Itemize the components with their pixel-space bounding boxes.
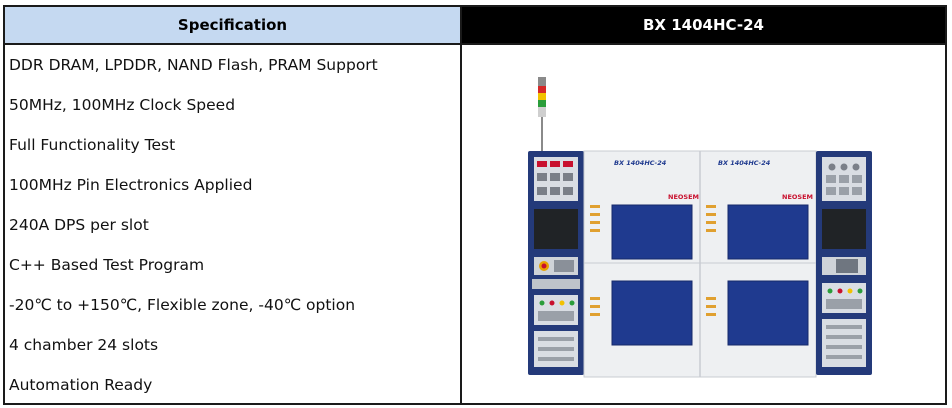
model-label-left: BX 1404HC-24 [614,159,667,167]
spec-item: 100MHz Pin Electronics Applied [9,176,253,194]
brand-logo-left: NEOSEM [668,193,699,201]
burn-in-tester-image: BX 1404HC-24 BX 1404HC-24 NEOSEM NEOSEM [528,77,872,378]
left-control-panel [528,151,584,375]
signal-tower-icon [538,77,546,151]
chamber-door [727,204,809,260]
product-header: BX 1404HC-24 [462,7,945,45]
spec-item: DDR DRAM, LPDDR, NAND Flash, PRAM Suppor… [9,56,378,74]
chamber-door [611,204,693,260]
spec-list: DDR DRAM, LPDDR, NAND Flash, PRAM Suppor… [5,45,460,405]
spec-item: Full Functionality Test [9,136,176,154]
model-label-right: BX 1404HC-24 [718,159,771,167]
brand-logo-right: NEOSEM [782,193,813,201]
main-cabinet: BX 1404HC-24 BX 1404HC-24 NEOSEM NEOSEM [583,150,817,378]
spec-item: 4 chamber 24 slots [9,336,159,354]
spec-item: C++ Based Test Program [9,256,205,274]
product-image-area: BX 1404HC-24 BX 1404HC-24 NEOSEM NEOSEM [462,45,945,403]
chamber-door [611,280,693,346]
spec-item: -20℃ to +150℃, Flexible zone, -40℃ optio… [9,296,356,314]
spec-header: Specification [5,7,460,45]
spec-column: Specification DDR DRAM, LPDDR, NAND Flas… [5,7,462,403]
spec-table: Specification DDR DRAM, LPDDR, NAND Flas… [3,5,947,405]
right-control-panel [816,151,872,375]
spec-item: 50MHz, 100MHz Clock Speed [9,96,236,114]
chamber-door [727,280,809,346]
product-column: BX 1404HC-24 [462,7,945,403]
spec-item: 240A DPS per slot [9,216,149,234]
spec-item: Automation Ready [9,376,153,394]
